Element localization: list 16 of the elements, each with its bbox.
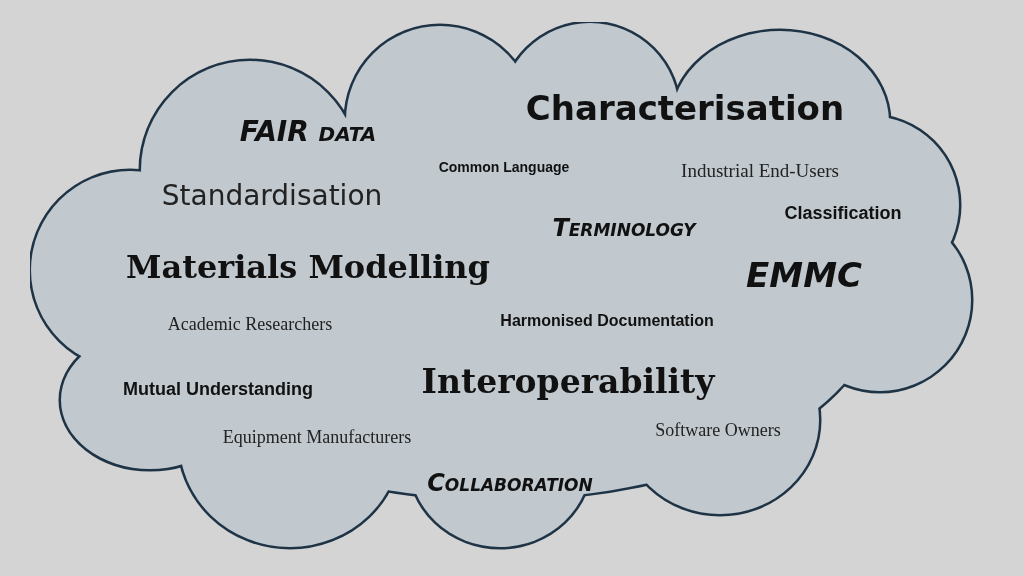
cloud-word: Materials Modelling	[126, 251, 490, 283]
cloud-word: EMMC	[746, 258, 862, 292]
cloud-word: Harmonised Documentation	[500, 313, 714, 329]
cloud-word: Standardisation	[161, 182, 383, 210]
cloud-word: Software Owners	[655, 421, 781, 439]
cloud-word: Terminology	[552, 216, 696, 240]
cloud-word: Mutual Understanding	[123, 380, 313, 398]
cloud-word: FAIR data	[239, 118, 377, 146]
cloud-word: Collaboration	[427, 471, 593, 495]
cloud-word: Interoperability	[421, 364, 715, 398]
cloud-word: Classification	[784, 204, 902, 222]
cloud-word: Industrial End-Users	[681, 160, 839, 180]
cloud-word: Academic Researchers	[167, 315, 333, 333]
cloud-word: Equipment Manufacturers	[222, 428, 412, 446]
cloud-word: Common Language	[438, 160, 570, 174]
cloud-word: Characterisation	[525, 91, 845, 125]
